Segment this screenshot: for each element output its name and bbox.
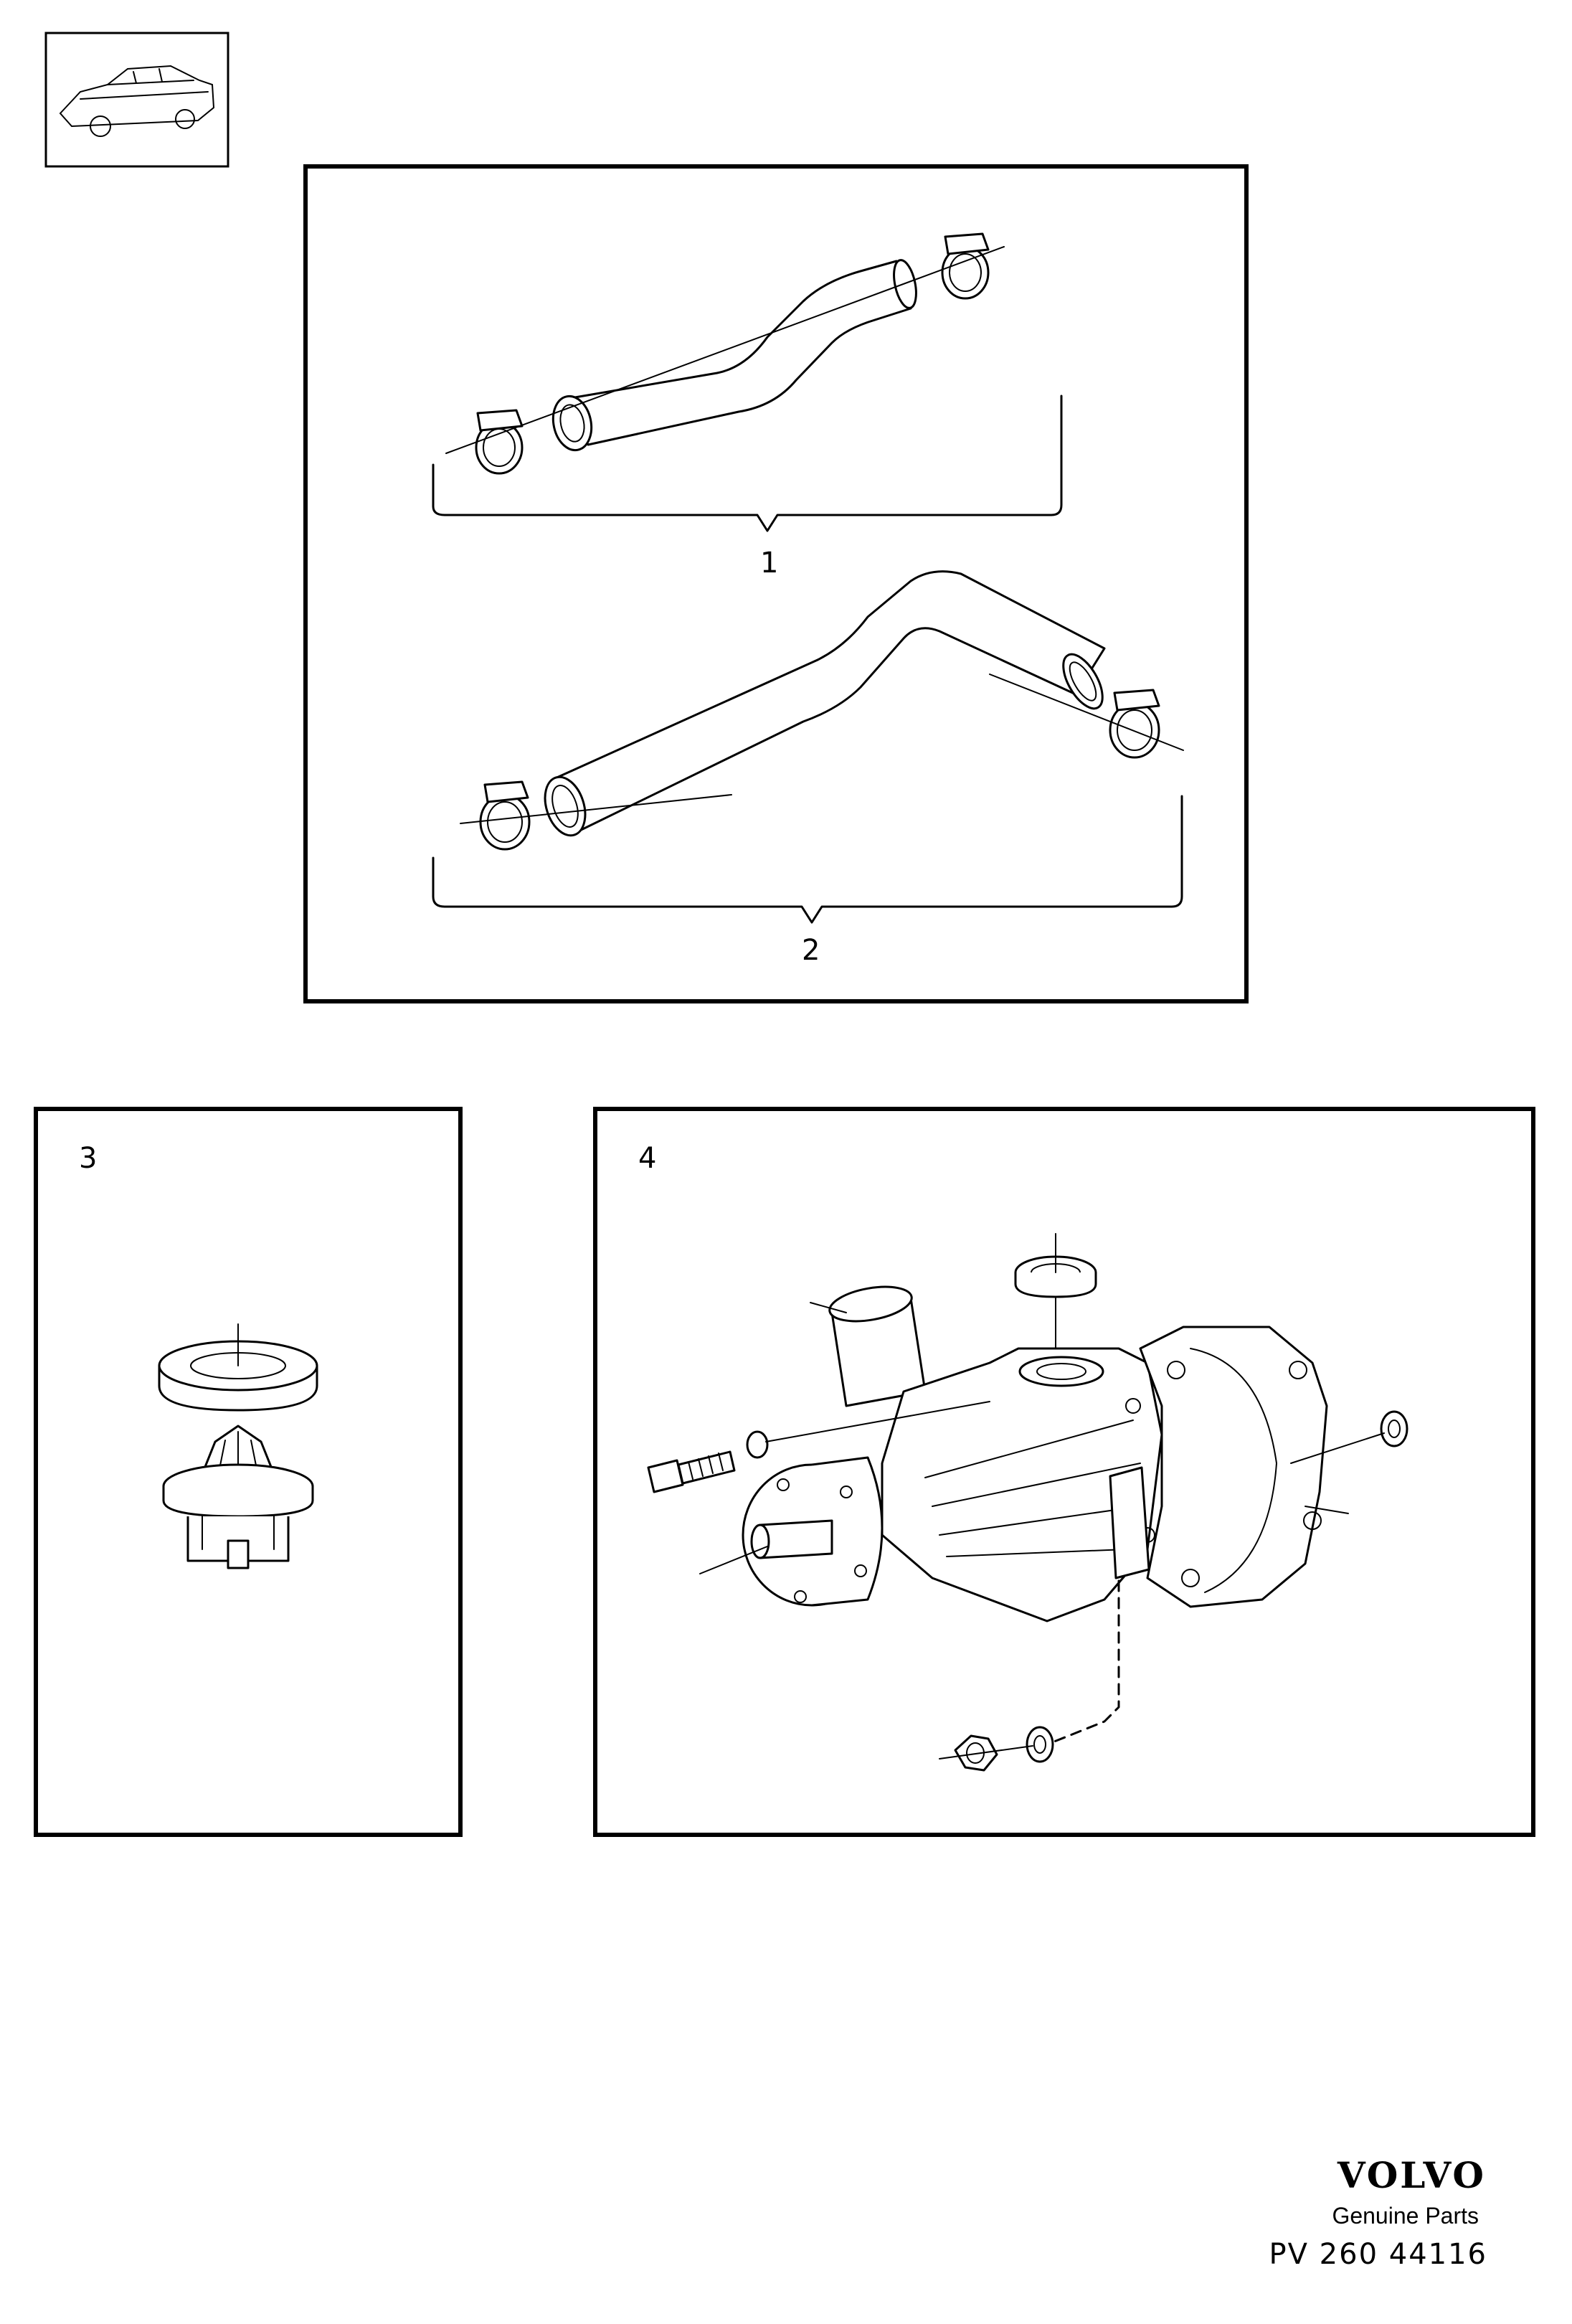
- hose-2[interactable]: [460, 570, 1184, 851]
- hose-clamp: [479, 780, 531, 851]
- thermostat[interactable]: [162, 1425, 314, 1569]
- brand-logo: VOLVO: [1337, 2154, 1486, 2196]
- bracket-2: [432, 795, 1183, 924]
- pump-washer-right[interactable]: [1290, 1410, 1408, 1464]
- bracket-1: [432, 395, 1063, 532]
- hose-clamp: [475, 409, 524, 475]
- water-pump-panel: 4: [593, 1107, 1535, 1837]
- hose-clamp: [1109, 689, 1160, 759]
- sedan-car-icon: [59, 65, 215, 137]
- thermostat-seal-ring[interactable]: [158, 1323, 318, 1412]
- callout-2: 2: [802, 934, 820, 967]
- callout-4: 4: [638, 1142, 656, 1175]
- footer: VOLVO Genuine Parts PV 260 44116: [1269, 2154, 1487, 2271]
- hose-1[interactable]: [445, 232, 1005, 475]
- pump-nut[interactable]: [939, 1734, 1033, 1772]
- pump-bolt[interactable]: [647, 1401, 990, 1493]
- hose-panel: 1 2: [303, 164, 1249, 1003]
- callout-3: 3: [79, 1142, 97, 1175]
- thermostat-panel: 3: [34, 1107, 463, 1837]
- pump-seal-ring[interactable]: [1014, 1233, 1097, 1349]
- hose-clamp: [941, 232, 990, 300]
- water-pump[interactable]: [699, 1281, 1328, 1622]
- brand-subtitle: Genuine Parts: [1332, 2203, 1479, 2229]
- drawing-reference: PV 260 44116: [1269, 2238, 1487, 2271]
- vehicle-thumbnail[interactable]: [44, 32, 229, 168]
- pump-washer-lower[interactable]: [1026, 1726, 1054, 1763]
- callout-1: 1: [760, 547, 778, 580]
- pump-stud-line: [1053, 1506, 1349, 1743]
